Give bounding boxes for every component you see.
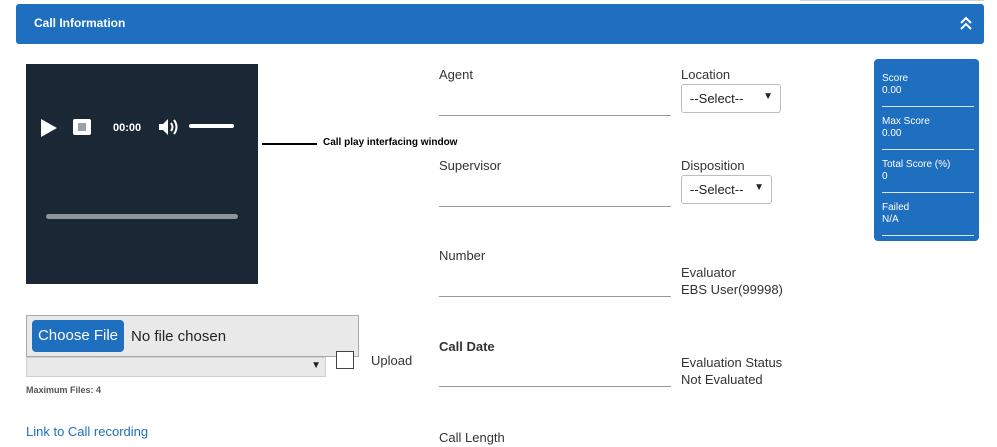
playback-progress-bar[interactable] <box>46 214 238 219</box>
total-score-label: Total Score (%) <box>882 159 951 170</box>
max-score-label: Max Score <box>882 116 930 127</box>
score-item: Score 0.00 <box>882 73 974 97</box>
score-divider <box>882 106 974 107</box>
location-select-value: --Select-- <box>690 91 744 106</box>
score-divider <box>882 192 974 193</box>
supervisor-field[interactable] <box>439 206 671 207</box>
double-chevron-up-icon[interactable] <box>958 14 974 34</box>
agent-field[interactable] <box>439 115 671 116</box>
disposition-select-value: --Select-- <box>690 182 744 197</box>
dropdown-arrow-icon: ▼ <box>754 182 764 193</box>
volume-slider[interactable] <box>189 124 234 128</box>
stop-icon[interactable] <box>73 119 91 135</box>
score-divider <box>882 149 974 150</box>
upload-checkbox[interactable] <box>336 351 354 369</box>
agent-label: Agent <box>439 67 473 82</box>
disposition-label: Disposition <box>681 158 745 173</box>
evaluator-label: Evaluator <box>681 265 736 280</box>
dropdown-arrow-icon: ▼ <box>763 91 773 102</box>
call-date-label: Call Date <box>439 339 495 354</box>
audio-player: 00:00 <box>26 64 258 284</box>
supervisor-label: Supervisor <box>439 158 502 173</box>
volume-icon[interactable] <box>158 118 182 141</box>
no-file-text: No file chosen <box>131 328 227 345</box>
annotation-text: Call play interfacing window <box>323 137 458 148</box>
evaluation-status-label: Evaluation Status <box>681 355 783 370</box>
call-recording-link[interactable]: Link to Call recording <box>26 424 149 439</box>
time-display: 00:00 <box>113 122 142 134</box>
score-item: Failed N/A <box>882 202 974 226</box>
evaluator-info: Evaluator EBS User(99998) <box>681 264 783 298</box>
disposition-select[interactable]: --Select-- ▼ <box>681 175 772 204</box>
score-item: Max Score 0.00 <box>882 116 974 140</box>
call-date-field[interactable] <box>439 386 671 387</box>
evaluator-value: EBS User(99998) <box>681 282 783 297</box>
dropdown-arrow-icon: ▼ <box>311 360 321 371</box>
score-item: Total Score (%) 0 <box>882 159 974 183</box>
evaluation-status-info: Evaluation Status Not Evaluated <box>681 354 782 388</box>
score-value: 0.00 <box>882 85 902 96</box>
header-title: Call Information <box>34 16 126 30</box>
max-score-value: 0.00 <box>882 128 902 139</box>
score-panel: Score 0.00 Max Score 0.00 Total Score (%… <box>874 59 979 241</box>
number-field[interactable] <box>439 296 671 297</box>
number-label: Number <box>439 248 486 263</box>
annotation-line <box>262 143 317 145</box>
file-select-dropdown[interactable]: ▼ <box>26 357 326 377</box>
failed-value: N/A <box>882 214 899 225</box>
max-files-text: Maximum Files: 4 <box>26 385 102 395</box>
evaluation-status-value: Not Evaluated <box>681 372 763 387</box>
call-length-label: Call Length <box>439 430 505 445</box>
location-select[interactable]: --Select-- ▼ <box>681 84 781 113</box>
play-icon[interactable] <box>40 118 58 143</box>
failed-label: Failed <box>882 202 910 213</box>
choose-file-button[interactable]: Choose File <box>32 320 124 352</box>
score-divider <box>882 235 974 236</box>
location-label: Location <box>681 67 731 82</box>
upload-label: Upload <box>371 353 413 368</box>
top-divider <box>800 0 984 1</box>
call-information-header[interactable]: Call Information <box>16 4 984 44</box>
score-label: Score <box>882 73 909 84</box>
file-chooser: Choose File No file chosen <box>26 315 359 357</box>
total-score-value: 0 <box>882 171 888 182</box>
